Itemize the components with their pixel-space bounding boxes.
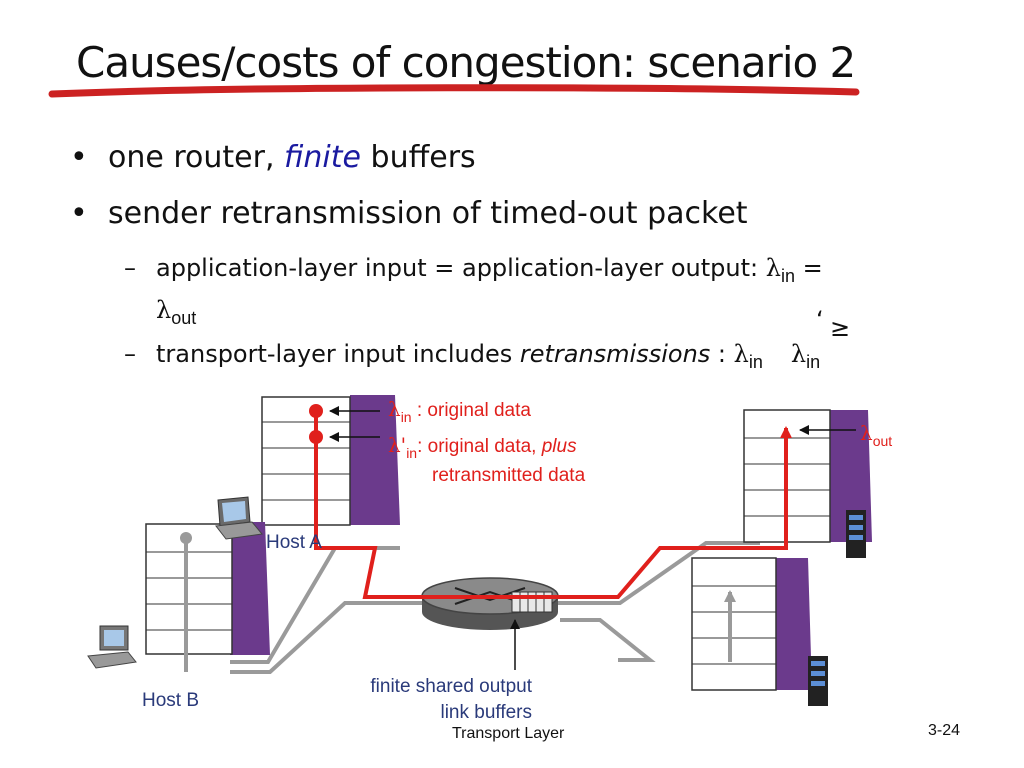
host-a-buffer-stack — [261, 395, 400, 526]
sub-bullet-app-layer: –application-layer input = application-l… — [124, 254, 823, 286]
finite-emphasis: finite — [284, 140, 361, 175]
host-b-label: Host B — [142, 690, 199, 711]
server-icon — [808, 656, 828, 706]
retransmissions-emphasis: retransmissions — [519, 340, 711, 368]
buffer-label-line2: link buffers — [440, 702, 532, 723]
lambda-prime-in-label: λ'in: original data, plus — [388, 433, 577, 461]
laptop-icon — [215, 496, 263, 540]
host-a-label: Host A — [266, 532, 322, 553]
buffer-label-line1: finite shared output — [370, 676, 532, 697]
retransmitted-data-label: retransmitted data — [432, 465, 586, 486]
desktop-computer-icon — [87, 625, 137, 669]
server-icon — [846, 510, 866, 558]
router — [421, 577, 559, 630]
sub-bullet-transport-layer: –transport-layer input includes retransm… — [124, 340, 821, 372]
bullet-marker: • — [70, 196, 88, 231]
lambda-out-label: λout — [860, 421, 892, 449]
bullet-retransmission: •sender retransmission of timed-out pack… — [70, 196, 748, 231]
sub-bullet-lambda-out: λout — [156, 296, 197, 328]
page-number: 3-24 — [928, 722, 961, 739]
red-flow-path — [314, 410, 792, 599]
lambda-in-dot — [309, 404, 323, 418]
lambda-in-label: λin : original data — [388, 397, 531, 425]
geq-symbol: ≥ — [830, 314, 851, 342]
title-underline — [48, 84, 860, 98]
slide-title: Causes/costs of congestion: scenario 2 — [76, 38, 856, 87]
bullet-marker: • — [70, 140, 88, 175]
host-b-source-dot — [180, 532, 192, 544]
right-lower-buffer-stack — [691, 557, 812, 691]
lambda-prime-in-dot — [309, 430, 323, 444]
dash-marker: – — [124, 340, 136, 368]
prime-mark: ‘ — [816, 306, 824, 334]
footer-transport-layer: Transport Layer — [452, 725, 565, 742]
host-b-buffer-stack — [145, 522, 270, 655]
dash-marker: – — [124, 254, 136, 282]
bullet-one-router: •one router, finite buffers — [70, 140, 476, 175]
